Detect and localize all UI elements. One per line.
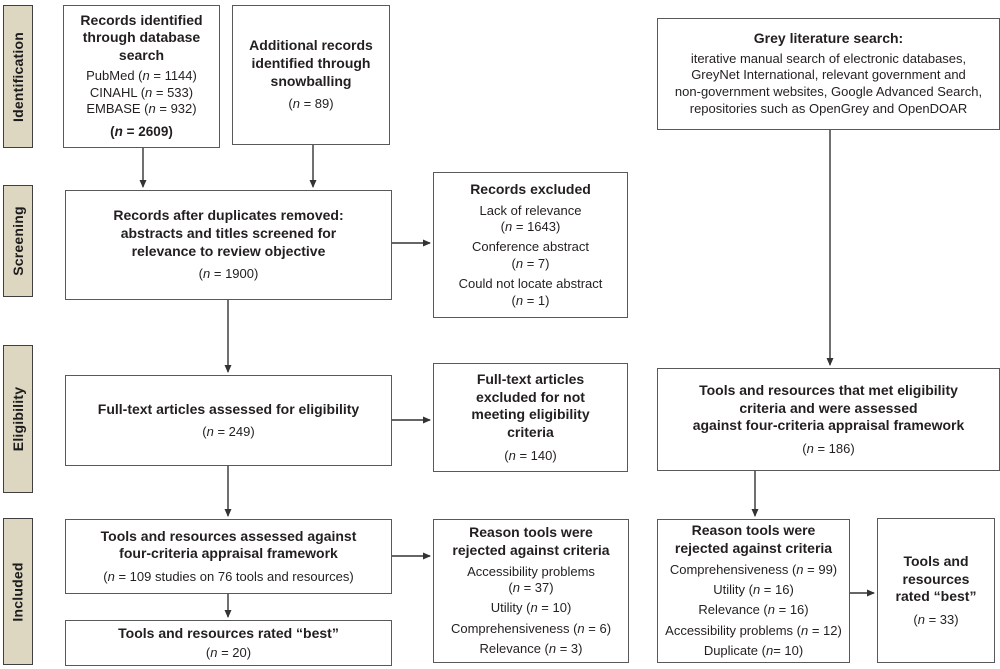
stage-label-text: Identification (10, 31, 27, 122)
box-rated-best-main: Tools and resources rated “best” (n = 20… (65, 620, 392, 666)
box-title: Tools and resources rated “best” (118, 625, 339, 642)
rejection-reason: Comprehensiveness (n = 6) (450, 620, 612, 636)
stage-label-identification: Identification (3, 5, 33, 148)
box-title: Grey literature search: (753, 29, 904, 46)
rejection-reason: Duplicate (n= 10) (703, 643, 804, 659)
box-title: Records excluded (470, 181, 591, 198)
exclusion-reason: Could not locate abstract(n = 1) (458, 276, 603, 308)
box-body: PubMed (n = 1144)CINAHL (n = 533)EMBASE … (86, 67, 197, 117)
box-count: (n = 109 studies on 76 tools and resourc… (103, 569, 354, 584)
box-count: (n = 140) (504, 447, 557, 463)
stage-label-text: Included (10, 561, 27, 622)
box-count: (n = 89) (288, 96, 334, 112)
stage-label-included: Included (3, 518, 33, 665)
box-count: (n = 1900) (198, 266, 259, 282)
box-title: Records after duplicates removed:abstrac… (113, 207, 344, 259)
stage-label-screening: Screening (3, 185, 33, 297)
box-count: (n = 186) (802, 440, 855, 456)
rejection-reason: Relevance (n = 3) (479, 641, 583, 657)
rejection-reason: Relevance (n = 16) (698, 602, 809, 618)
box-title: Tools and resources that met eligibility… (692, 381, 965, 434)
rejection-reason: Accessibility problems(n = 37) (467, 563, 595, 596)
box-grey-literature: Grey literature search: iterative manual… (657, 18, 1000, 130)
box-count: (n = 2609) (110, 124, 173, 140)
box-records-excluded: Records excluded Lack of relevance(n = 1… (433, 172, 628, 318)
box-duplicates-removed: Records after duplicates removed:abstrac… (65, 190, 392, 300)
rejection-reason: Accessibility problems (n = 12) (665, 622, 842, 638)
rejection-reason: Utility (n = 16) (713, 582, 794, 598)
exclusion-reason: Conference abstract(n = 7) (471, 239, 590, 271)
box-count: (n = 249) (202, 424, 255, 440)
stage-label-text: Eligibility (10, 386, 26, 452)
rejection-reason: Utility (n = 10) (490, 600, 572, 616)
box-body: iterative manual search of electronic da… (674, 50, 983, 117)
box-count: (n = 20) (205, 644, 252, 660)
box-tools-met-eligibility: Tools and resources that met eligibility… (657, 368, 1000, 471)
stage-label-eligibility: Eligibility (3, 345, 33, 493)
stage-label-text: Screening (10, 206, 26, 276)
box-title: Full-text articles assessed for eligibil… (97, 400, 360, 417)
box-fulltext-assessed: Full-text articles assessed for eligibil… (65, 375, 392, 466)
rejection-reason: Comprehensiveness (n = 99) (669, 561, 838, 577)
exclusion-reason: Lack of relevance(n = 1643) (479, 202, 582, 235)
box-count: (n = 33) (913, 611, 959, 627)
